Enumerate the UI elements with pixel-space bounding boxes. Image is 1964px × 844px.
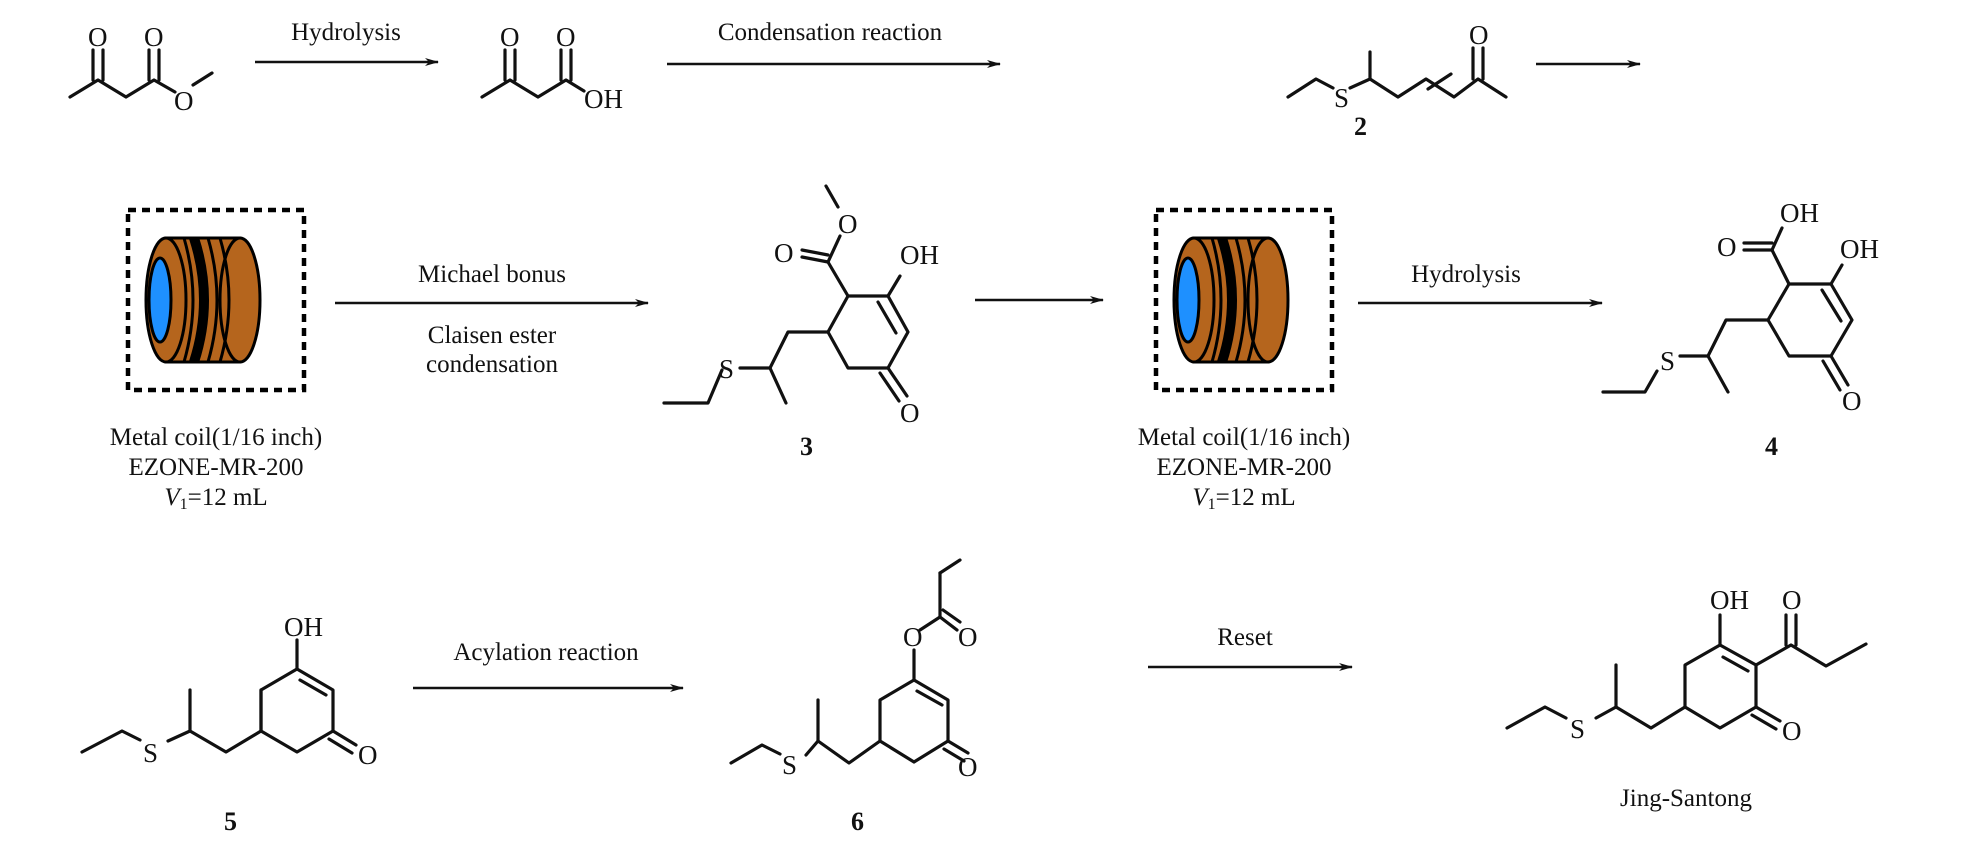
compound-number: 6	[851, 807, 864, 836]
compound-2: S O 2	[1286, 20, 1508, 141]
coil-icon	[1172, 236, 1290, 364]
compound-number: 5	[224, 807, 237, 836]
reactor-2-caption: Metal coil(1/16 inch) EZONE-MR-200 V1=12…	[1138, 424, 1350, 513]
compound-6: O O S O 6	[729, 558, 978, 836]
reactor-model: EZONE-MR-200	[1157, 454, 1332, 481]
metal-coil-reactor-2	[1153, 207, 1335, 393]
atom-label: O	[1469, 20, 1489, 50]
arrow-label: Reset	[1217, 624, 1273, 651]
atom-label: S	[1334, 83, 1349, 113]
reactor-type: Metal coil(1/16 inch)	[1138, 424, 1350, 451]
atom-label: O	[174, 86, 194, 116]
atom-label: OH	[900, 240, 939, 270]
compound-name: Jing-Santong	[1620, 785, 1752, 812]
arrow-label-top: Michael bonus	[418, 261, 566, 288]
atom-label: O	[88, 22, 108, 52]
reactor-volume: V1=12 mL	[164, 484, 267, 513]
compound-4: OH O OH S O 4	[1601, 198, 1879, 461]
compound-number: 4	[1765, 432, 1778, 461]
reactor-model: EZONE-MR-200	[129, 454, 304, 481]
compound-jing-santong: OH O S O Jing-Santong	[1505, 585, 1868, 812]
compound-5: OH S O 5	[80, 612, 378, 836]
atom-label: OH	[1710, 585, 1749, 615]
atom-label: O	[144, 22, 164, 52]
atom-label: O	[903, 622, 923, 652]
atom-label: O	[1842, 386, 1862, 416]
reaction-arrow-reset: Reset	[1148, 624, 1353, 671]
atom-label: O	[1717, 232, 1737, 262]
atom-label: O	[500, 22, 520, 52]
compound-number: 2	[1354, 112, 1367, 141]
arrow-label-bottom: condensation	[426, 351, 558, 378]
atom-label: OH	[284, 612, 323, 642]
coil-icon	[144, 236, 262, 364]
compound-number: 3	[800, 432, 813, 461]
compound-3: O O OH S O 3	[662, 184, 939, 461]
atom-label: O	[958, 622, 978, 652]
atom-label: S	[1570, 714, 1585, 744]
atom-label: O	[774, 238, 794, 268]
atom-label: OH	[1780, 198, 1819, 228]
compound-acetoacetic-acid: O O OH	[480, 22, 623, 114]
arrow-label: Condensation reaction	[718, 19, 943, 46]
atom-label: O	[958, 752, 978, 782]
reactor-1-caption: Metal coil(1/16 inch) EZONE-MR-200 V1=12…	[110, 424, 322, 513]
atom-label: OH	[584, 84, 623, 114]
reaction-arrow-michael-claisen: Michael bonus Claisen ester condensation	[335, 261, 649, 378]
atom-label: S	[143, 738, 158, 768]
compound-methyl-acetoacetate: O O O	[68, 22, 214, 116]
reaction-arrow-hydrolysis-2: Hydrolysis	[1358, 261, 1603, 307]
metal-coil-reactor-1	[125, 207, 307, 393]
reaction-arrow-acylation: Acylation reaction	[413, 639, 684, 692]
atom-label: O	[358, 740, 378, 770]
arrow-label: Acylation reaction	[453, 639, 639, 666]
reaction-arrow-hydrolysis-1: Hydrolysis	[255, 19, 439, 66]
atom-label: S	[719, 354, 734, 384]
reactor-volume: V1=12 mL	[1192, 484, 1295, 513]
arrow-label: Hydrolysis	[291, 19, 401, 46]
atom-label: S	[1660, 346, 1675, 376]
atom-label: O	[838, 209, 858, 239]
arrow-label: Hydrolysis	[1411, 261, 1521, 288]
atom-label: OH	[1840, 234, 1879, 264]
reactor-type: Metal coil(1/16 inch)	[110, 424, 322, 451]
atom-label: O	[556, 22, 576, 52]
atom-label: O	[1782, 716, 1802, 746]
atom-label: O	[900, 398, 920, 428]
atom-label: S	[782, 750, 797, 780]
reaction-arrow-condensation: Condensation reaction	[667, 19, 1001, 68]
atom-label: O	[1782, 585, 1802, 615]
arrow-label-bottom: Claisen ester	[428, 322, 557, 349]
